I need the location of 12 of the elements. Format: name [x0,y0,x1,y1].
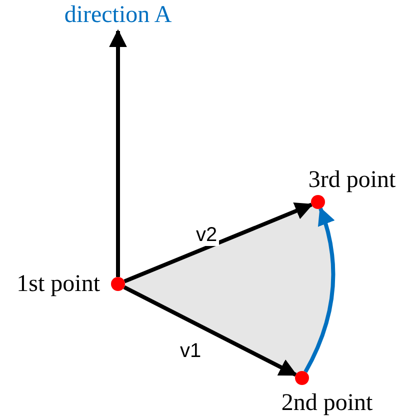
point-dot [295,371,309,385]
vector-arrow [124,202,314,284]
point-dot [311,195,325,209]
vector-arrow [123,285,298,377]
point-label: 1st point [16,271,100,297]
point-label: 3rd point [307,167,397,193]
curved-arrow [304,206,336,373]
edge-label: v2 [194,224,220,246]
direction-label: direction A [48,2,188,28]
point-label: 2nd point [280,390,374,416]
vector-arrow [109,29,127,277]
point-dot [111,277,125,291]
